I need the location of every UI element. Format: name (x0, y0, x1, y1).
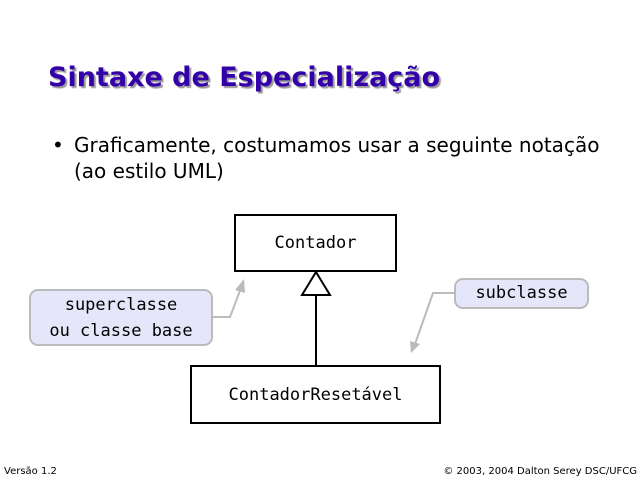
callout-left-pointer (212, 287, 242, 318)
callout-superclass-line1: superclasse (64, 295, 178, 315)
callout-superclass: superclasse ou classe base (29, 289, 213, 346)
footer-copyright: © 2003, 2004 Dalton Serey DSC/UFCG (443, 466, 637, 477)
bullet-symbol: • (52, 133, 64, 157)
slide-title: Sintaxe de Especialização (48, 62, 441, 93)
bullet-text: Graficamente, costumamos usar a seguinte… (74, 133, 600, 183)
callout-superclass-line2: ou classe base (49, 321, 193, 341)
footer-version: Versão 1.2 (4, 466, 57, 477)
callout-right-pointer (414, 292, 455, 345)
callout-subclass: subclasse (454, 278, 589, 309)
inheritance-arrow-icon (300, 270, 332, 296)
class-box-superclass: Contador (234, 214, 397, 272)
class-box-subclass: ContadorResetável (190, 365, 441, 424)
arrowhead-left-icon (235, 279, 245, 293)
bullet-item: • Graficamente, costumamos usar a seguin… (52, 132, 612, 184)
arrowhead-right-icon (410, 341, 420, 353)
